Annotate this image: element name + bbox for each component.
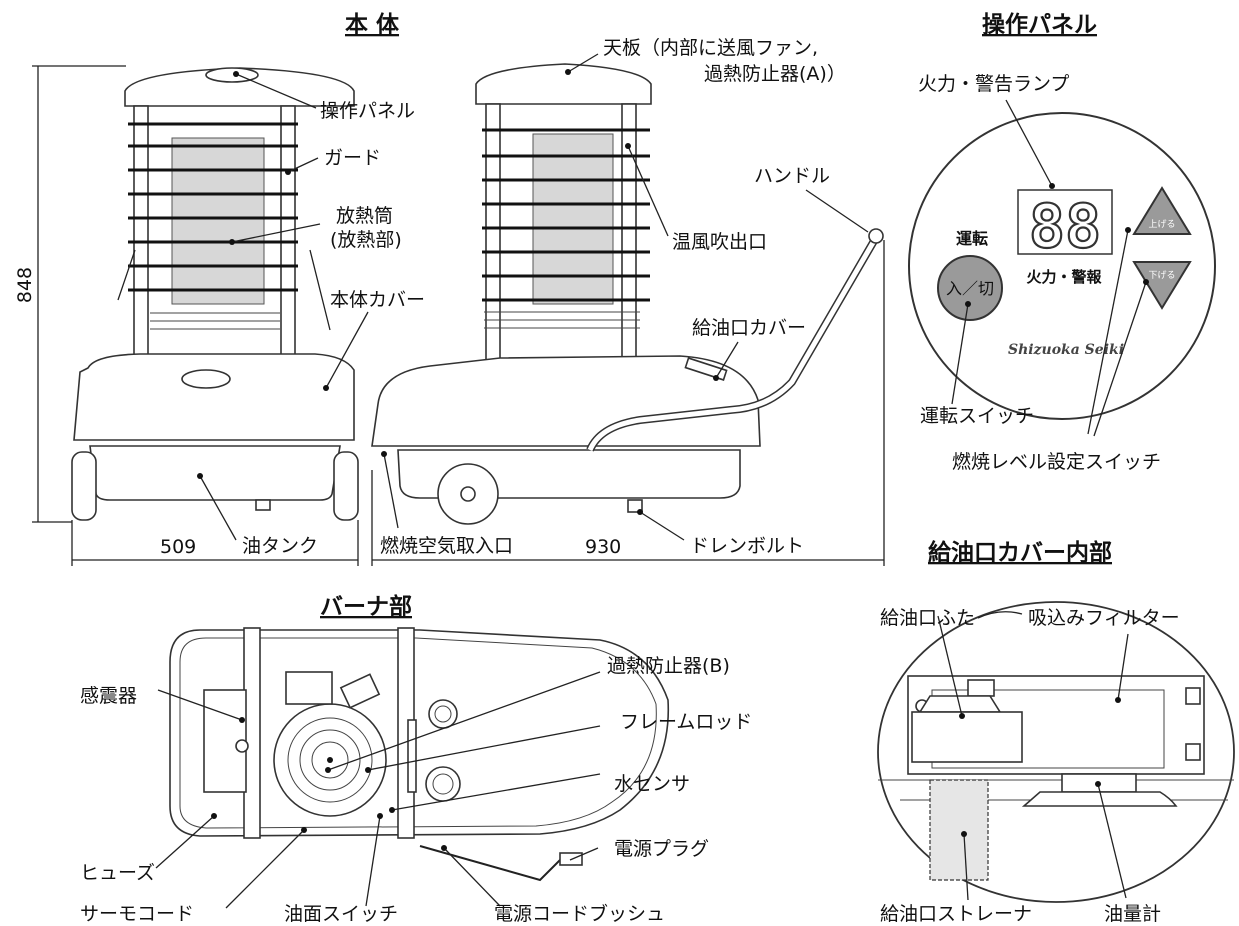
front-body-cover (73, 353, 355, 441)
fuel-cover-callouts: 給油口ふた 吸込みフィルター 給油口ストレーナ 油量計 (880, 607, 1180, 925)
front-guard-bars (128, 122, 298, 292)
label-top-plate-1: 天板（内部に送風ファン, (603, 37, 818, 59)
level-up-button[interactable]: 上げる (1132, 186, 1192, 235)
panel-callouts: 火力・警告ランプ 運転スイッチ 燃焼レベル設定スイッチ (918, 73, 1161, 473)
label-top-plate-2: 過熱防止器(A)） (704, 63, 846, 85)
label-suction-filter: 吸込みフィルター (1028, 607, 1180, 629)
width-value: 509 (160, 536, 196, 558)
burner-top-view (169, 627, 670, 882)
side-heat-tube (532, 133, 614, 305)
label-power-plug: 電源プラグ (614, 838, 709, 860)
body-section-title: 本 体 (345, 12, 400, 38)
power-button-label: 入／切 (946, 279, 994, 298)
label-oil-tank: 油タンク (242, 535, 318, 557)
fire-level-display (1017, 189, 1113, 255)
width-dimension: 509 (71, 520, 359, 566)
level-down-button[interactable]: 下げる (1132, 261, 1192, 310)
panel-section-title: 操作パネル (982, 12, 1097, 38)
display-digits: 88 (1029, 192, 1101, 262)
label-flame-rod: フレームロッド (620, 711, 752, 733)
height-dimension: 848 (14, 65, 126, 523)
burner-section-title: バーナ部 (320, 593, 412, 620)
label-guard: ガード (324, 147, 381, 169)
label-overheat-b: 過熱防止器(B) (607, 655, 730, 677)
label-handle: ハンドル (754, 165, 830, 187)
front-oil-tank (89, 445, 341, 501)
label-level-switch: 燃焼レベル設定スイッチ (952, 451, 1161, 473)
front-heat-tube (171, 137, 265, 305)
label-warm-air-outlet: 温風吹出口 (672, 231, 767, 253)
down-button-label: 下げる (1148, 270, 1175, 281)
label-water-sensor: 水センサ (614, 773, 690, 795)
label-fuel-cover: 給油口カバー (692, 317, 806, 339)
depth-value: 930 (585, 536, 621, 558)
fuel-strainer (929, 779, 989, 881)
panel-fire-alarm-label: 火力・警報 (1026, 268, 1102, 286)
fuel-cover-section-title: 給油口カバー内部 (928, 539, 1112, 566)
operation-panel-face: 88 運転 入／切 火力・警報 上げる 下げる Shizuoka Seiki (908, 112, 1216, 420)
label-cord-bush: 電源コードブッシュ (494, 902, 665, 925)
up-button-label: 上げる (1148, 219, 1175, 230)
label-heat-tube: 放熱筒 (336, 205, 393, 227)
side-fuel-cover-icon (684, 357, 728, 381)
label-oil-gauge: 油量計 (1104, 903, 1161, 925)
side-body-cover (371, 355, 761, 447)
label-lamp: 火力・警告ランプ (918, 73, 1069, 95)
label-seismic: 感震器 (80, 685, 137, 707)
label-fuse: ヒューズ (80, 862, 155, 884)
fuel-cover-interior (877, 601, 1235, 903)
burner-callouts: 感震器 過熱防止器(B) フレームロッド 水センサ 電源プラグ ヒューズ サーモ… (80, 655, 752, 925)
label-oil-switch: 油面スイッチ (284, 903, 398, 925)
depth-dimension: 930 (371, 240, 885, 566)
label-operation-panel: 操作パネル (320, 100, 415, 122)
heater-side-view (371, 63, 884, 525)
body-callouts: 操作パネル 天板（内部に送風ファン, 過熱防止器(A)） ガード 放熱筒 (放熱… (197, 37, 869, 557)
heater-front-view (71, 67, 359, 521)
label-fuel-cap: 給油口ふた (880, 607, 975, 629)
height-value: 848 (14, 267, 36, 303)
label-air-inlet: 燃焼空気取入口 (380, 535, 513, 557)
label-drain-bolt: ドレンボルト (690, 535, 804, 557)
panel-brand: Shizuoka Seiki (1008, 342, 1124, 358)
power-button[interactable]: 入／切 (937, 255, 1003, 321)
label-thermo-cord: サーモコード (80, 903, 194, 925)
label-heat-tube-sub: (放熱部) (330, 229, 402, 251)
label-body-cover: 本体カバー (330, 289, 425, 311)
panel-run-label: 運転 (956, 229, 988, 248)
label-strainer: 給油口ストレーナ (880, 903, 1032, 925)
label-run-switch: 運転スイッチ (920, 405, 1034, 427)
